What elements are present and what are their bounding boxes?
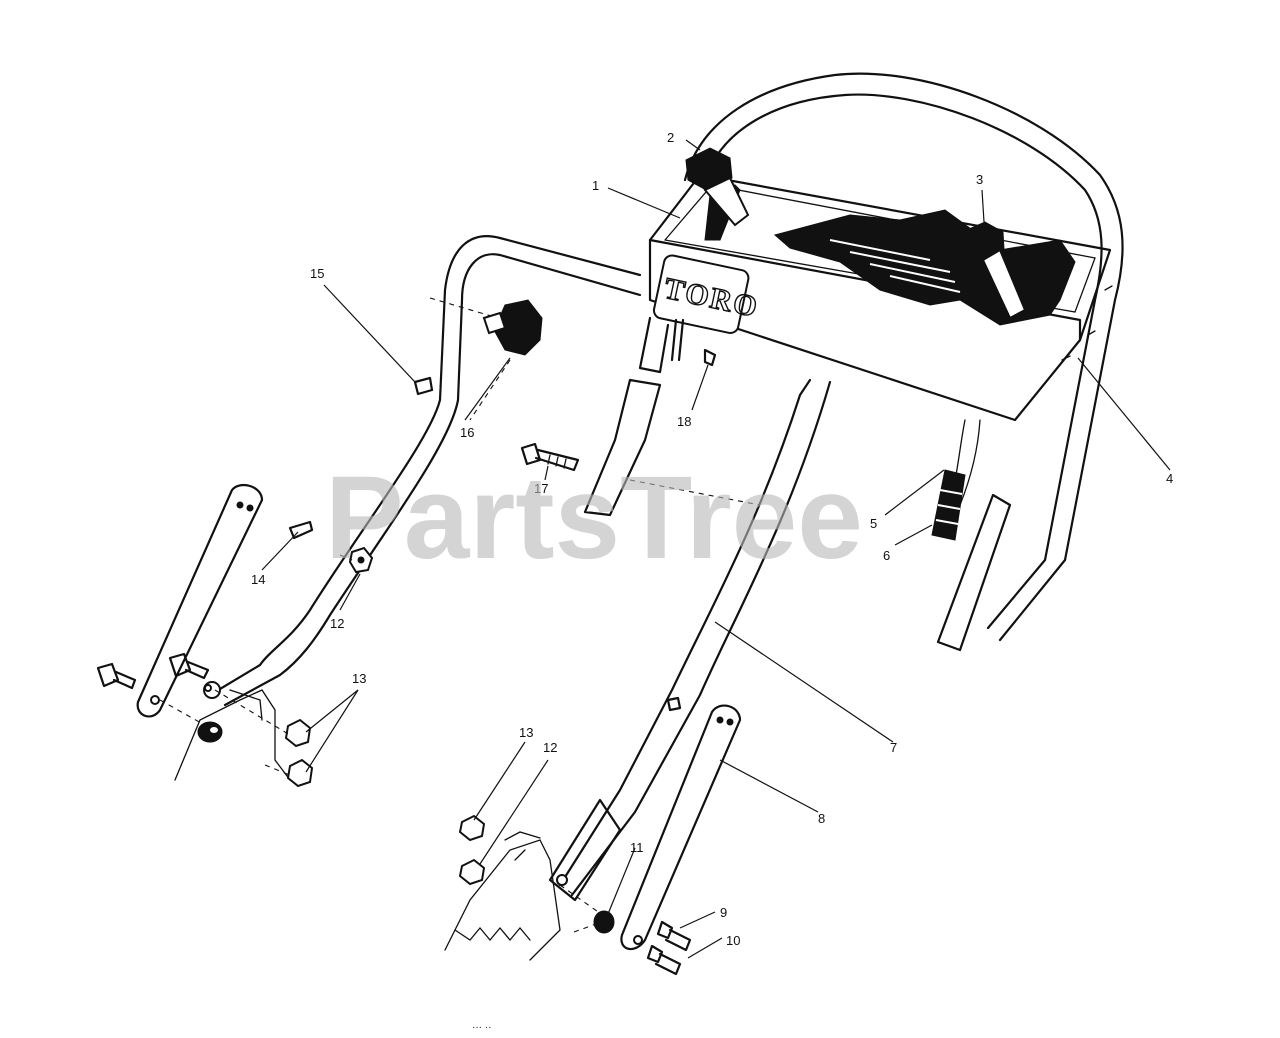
callout-14[interactable]: 14 [251, 572, 265, 587]
leader-lines [261, 139, 1171, 959]
toro-logo-plate [652, 254, 750, 334]
cable-clip [670, 318, 717, 367]
bolt-left-a[interactable] [96, 662, 137, 690]
bolt-left-b[interactable] [168, 652, 210, 680]
footer-code: ··· ·· [472, 1022, 491, 1033]
deck-fragment-right [444, 831, 561, 961]
bolt-10[interactable] [646, 944, 682, 976]
callout-3[interactable]: 3 [976, 172, 983, 187]
callout-17[interactable]: 17 [534, 481, 548, 496]
callout-4[interactable]: 4 [1166, 471, 1173, 486]
lower-handle-left[interactable] [203, 235, 642, 707]
nut-13-left-a[interactable] [284, 718, 312, 748]
right-bracket[interactable] [620, 704, 742, 951]
bolt-9[interactable] [656, 920, 692, 952]
callout-18[interactable]: 18 [677, 414, 691, 429]
spacer-11[interactable] [593, 910, 615, 934]
nut-12-left[interactable] [348, 546, 374, 574]
bolt-14[interactable] [288, 520, 314, 540]
callout-15[interactable]: 15 [310, 266, 324, 281]
callout-12-right[interactable]: 12 [543, 740, 557, 755]
center-tube [583, 316, 761, 517]
callout-7[interactable]: 7 [890, 740, 897, 755]
nut-13-right[interactable] [458, 814, 486, 842]
hand-knob[interactable] [469, 299, 543, 421]
callout-5[interactable]: 5 [870, 516, 877, 531]
callout-9[interactable]: 9 [720, 905, 727, 920]
nut-12-right[interactable] [458, 858, 486, 886]
control-panel[interactable]: TORO [648, 173, 1112, 422]
watermark: PartsTree [325, 452, 863, 584]
callout-13-left[interactable]: 13 [352, 671, 366, 686]
callout-10[interactable]: 10 [726, 933, 740, 948]
lower-handle-right[interactable] [548, 378, 832, 902]
callout-6[interactable]: 6 [883, 548, 890, 563]
callout-13-right[interactable]: 13 [519, 725, 533, 740]
callouts: 1 2 3 4 5 6 7 8 9 10 11 12 12 13 13 14 1… [251, 130, 1173, 948]
callout-8[interactable]: 8 [818, 811, 825, 826]
cable-spring[interactable] [931, 419, 981, 541]
callout-1[interactable]: 1 [592, 178, 599, 193]
callout-12-left[interactable]: 12 [330, 616, 344, 631]
callout-2[interactable]: 2 [667, 130, 674, 145]
spacer-left[interactable] [197, 721, 223, 743]
choke-knob[interactable] [961, 221, 1027, 320]
nut-13-left-b[interactable] [286, 758, 314, 788]
carriage-bolt-17[interactable] [520, 442, 580, 472]
callout-11[interactable]: 11 [630, 840, 644, 855]
left-bracket [136, 483, 264, 718]
assembly-lines [159, 554, 605, 933]
callout-16[interactable]: 16 [460, 425, 474, 440]
throttle-knob[interactable] [685, 147, 750, 227]
deck-fragment-left [174, 689, 291, 781]
